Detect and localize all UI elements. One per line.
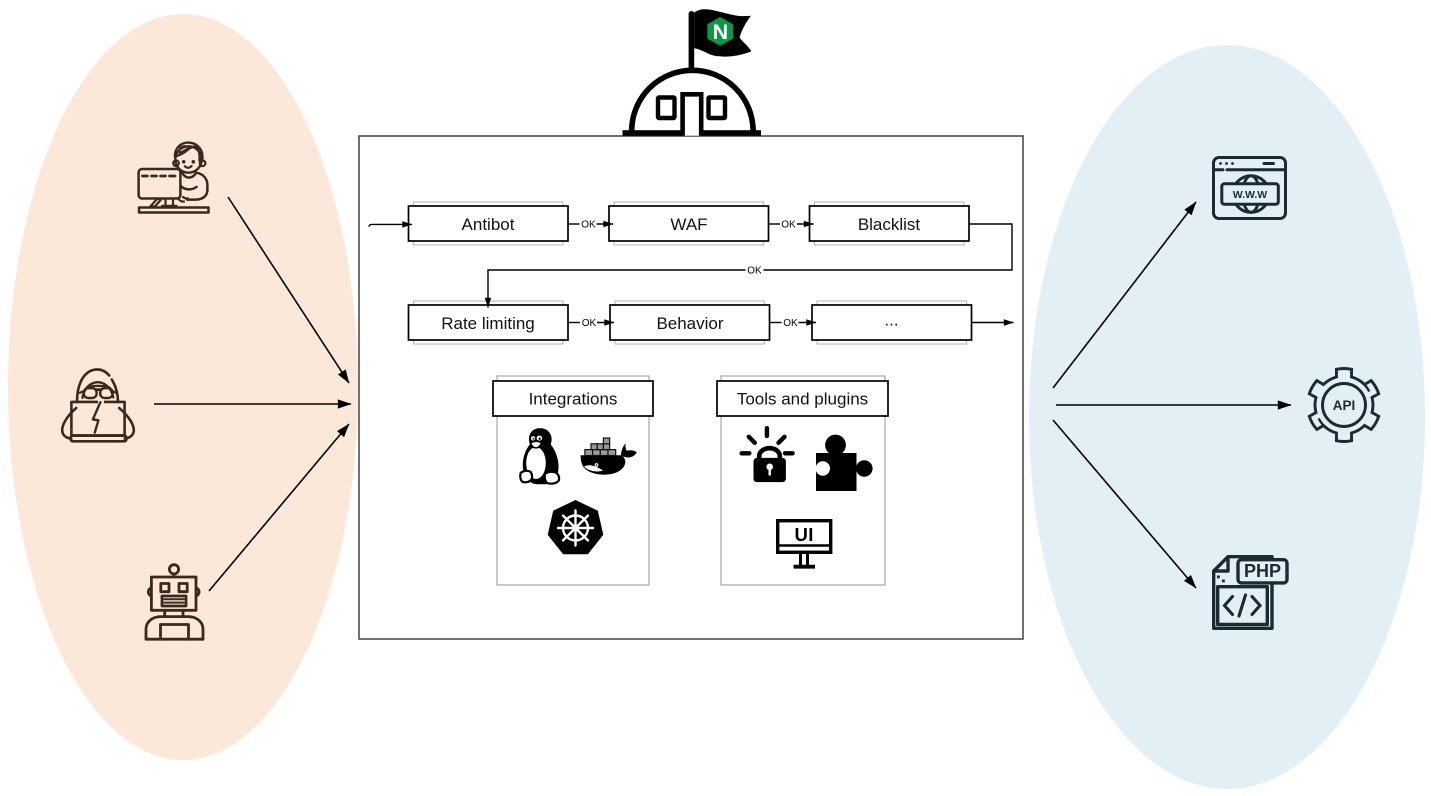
svg-text:Tools and plugins: Tools and plugins [737, 390, 868, 409]
svg-text:OK: OK [581, 220, 596, 231]
svg-text:UI: UI [794, 524, 814, 545]
svg-text:...: ... [884, 311, 898, 330]
svg-text:OK: OK [783, 318, 798, 329]
svg-text:PHP: PHP [1244, 561, 1281, 581]
svg-text:W.W.W: W.W.W [1233, 189, 1267, 201]
svg-text:Rate limiting: Rate limiting [441, 314, 535, 333]
svg-text:Antibot: Antibot [462, 215, 515, 234]
svg-text:Integrations: Integrations [529, 390, 618, 409]
svg-text:OK: OK [781, 220, 796, 231]
svg-text:OK: OK [747, 266, 762, 277]
svg-text:N: N [713, 20, 729, 44]
svg-text:OK: OK [582, 318, 597, 329]
svg-text:Behavior: Behavior [656, 314, 723, 333]
svg-text:WAF: WAF [670, 215, 707, 234]
svg-text:Blacklist: Blacklist [858, 215, 921, 234]
svg-text:API: API [1333, 398, 1356, 413]
